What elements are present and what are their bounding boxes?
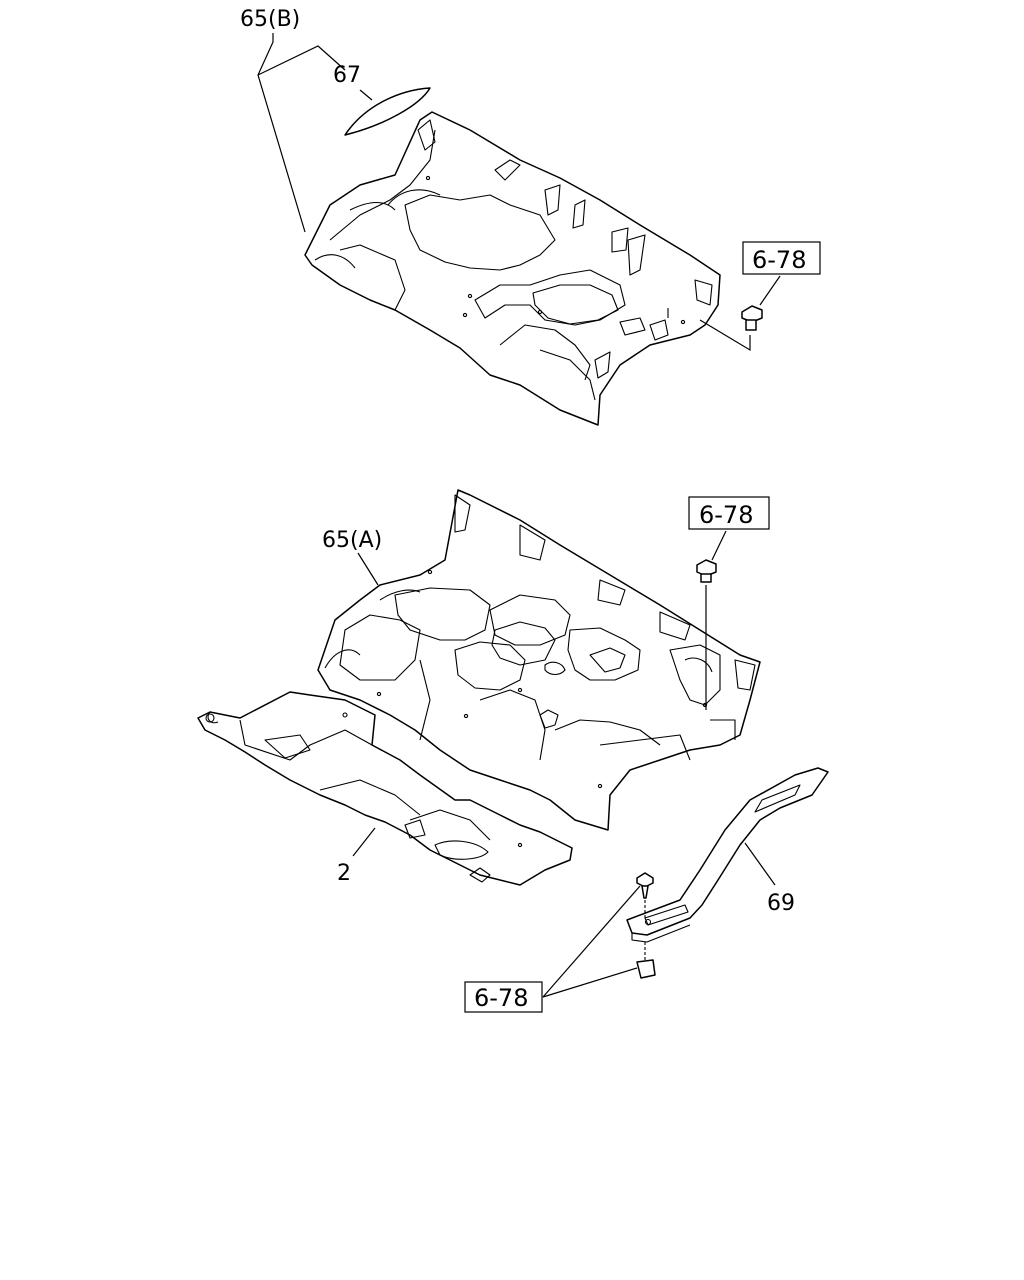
rear-floor-mat-65b [304,111,721,426]
reference-box-top: 6-78 [699,241,821,352]
screw-fastener-bottom [636,872,654,918]
ref-label-bottom: 6-78 [474,984,528,1012]
label-65a: 65(A) [322,528,382,553]
clip-fastener-middle [696,559,717,710]
label-67: 67 [333,63,361,88]
sill-plate-69 [626,767,829,943]
callout-2: 2 [337,827,376,886]
insulator-pad-67 [344,87,431,136]
label-65b: 65(B) [240,7,300,32]
ref-label-top: 6-78 [752,246,806,274]
floor-panel-2 [197,691,573,886]
label-2: 2 [337,861,351,886]
clip-nut-bottom [636,942,656,979]
callout-65a: 65(A) [322,528,382,586]
reference-box-bottom: 6-78 [464,885,641,1013]
callout-65b: 65(B) [240,7,346,233]
callout-69: 69 [744,842,795,916]
label-69: 69 [767,891,795,916]
reference-box-middle: 6-78 [688,496,770,561]
front-floor-mat-65a [317,489,761,831]
clip-fastener-top [741,305,763,331]
ref-label-middle: 6-78 [699,501,753,529]
callout-67: 67 [333,63,373,101]
